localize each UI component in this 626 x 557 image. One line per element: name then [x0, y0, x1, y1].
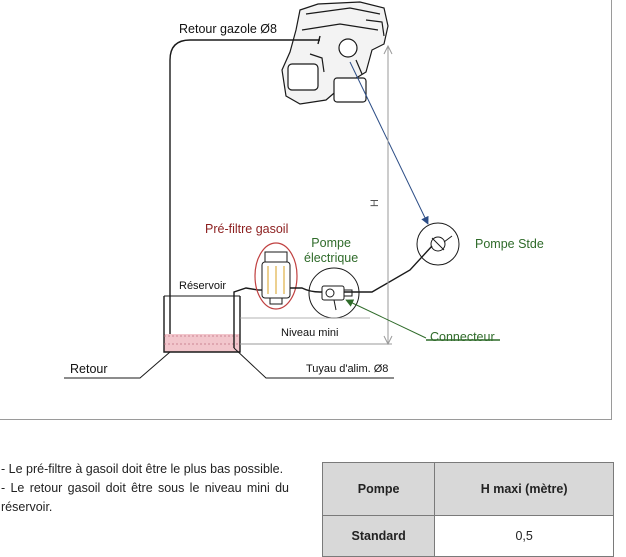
reservoir-label: Réservoir	[179, 280, 227, 292]
note-pre-filter: - Le pré-filtre à gasoil doit être le pl…	[1, 462, 284, 476]
table-header-row: Pompe H maxi (mètre)	[321, 462, 614, 516]
feed-pipe-leader	[233, 347, 394, 379]
standard-pump-pointer	[349, 61, 429, 225]
standard-pump	[416, 222, 460, 266]
height-dimension	[240, 44, 393, 346]
return-fuel-label: Retour gazole Ø8	[179, 22, 277, 36]
reservoir-tank	[163, 295, 241, 353]
connector-label: Connecteur	[430, 330, 495, 344]
installation-notes: - Le pré-filtre à gasoil doit être le pl…	[1, 460, 289, 517]
suction-tube	[233, 287, 259, 348]
pre-filter	[254, 242, 298, 310]
feed-line	[290, 245, 433, 293]
return-leader	[64, 351, 171, 379]
fuel-system-diagram	[64, 1, 500, 379]
min-level-label: Niveau mini	[281, 327, 339, 339]
return-fuel-line	[169, 39, 320, 352]
table-row: Standard 0,5	[321, 515, 614, 557]
note-return-level: - Le retour gasoil doit être sous le niv…	[1, 481, 289, 514]
header-pompe: Pompe	[321, 462, 436, 516]
cell-pompe: Standard	[321, 515, 436, 557]
header-h-maxi: H maxi (mètre)	[434, 462, 614, 516]
pre-filter-label: Pré-filtre gasoil	[205, 222, 289, 236]
electric-pump	[308, 267, 360, 319]
standard-pump-label: Pompe Stde	[475, 237, 544, 251]
connector-pointer	[345, 299, 427, 339]
cell-h-maxi: 0,5	[434, 515, 614, 557]
diagram-frame	[0, 0, 612, 420]
electric-pump-label: Pompe électrique	[304, 236, 359, 265]
feed-pipe-label: Tuyau d'alim. Ø8	[306, 363, 389, 375]
engine-illustration	[281, 1, 389, 105]
pump-height-table: Pompe H maxi (mètre) Standard 0,5	[321, 462, 614, 557]
height-label: H	[368, 199, 381, 207]
return-label: Retour	[70, 362, 108, 376]
